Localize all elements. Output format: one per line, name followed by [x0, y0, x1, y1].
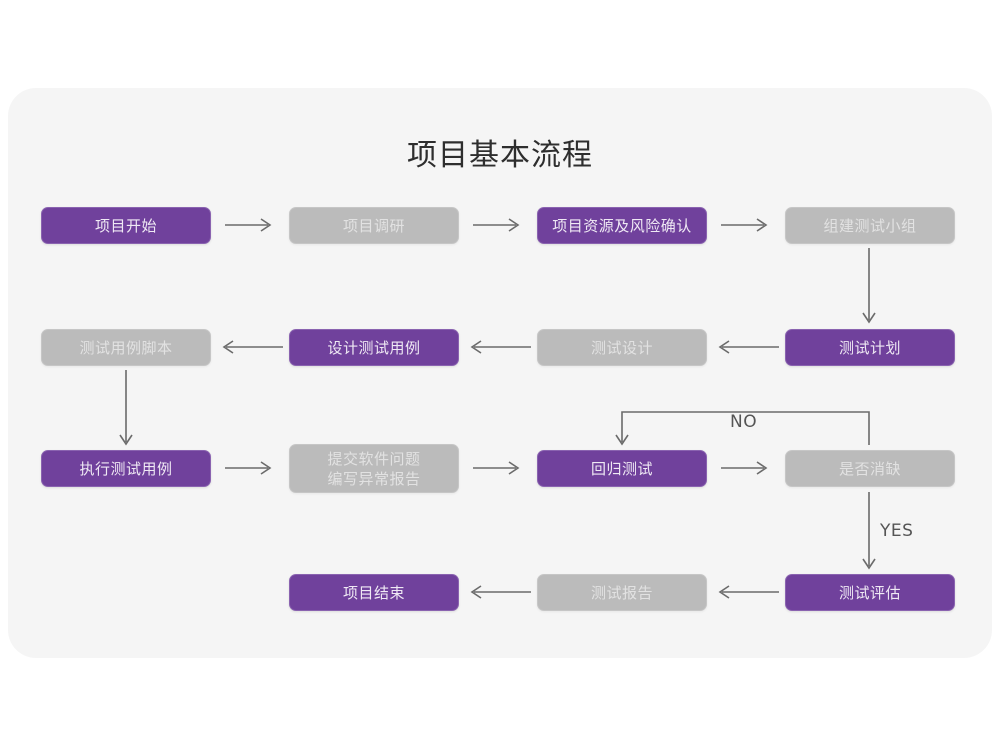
- edge-n14-n13: [470, 585, 531, 599]
- edge-n3-n4: [721, 218, 768, 232]
- edge-n8-n7: [718, 340, 779, 354]
- node-testcase-script[interactable]: 测试用例脚本: [41, 329, 211, 366]
- node-label: 项目结束: [342, 583, 405, 602]
- edge-n12-n15-yes: [862, 492, 876, 570]
- node-defect-cleared[interactable]: 是否消缺: [785, 450, 955, 487]
- node-label: 提交软件问题 编写异常报告: [327, 449, 421, 488]
- edge-n4-n8: [862, 248, 876, 324]
- node-test-evaluation[interactable]: 测试评估: [785, 574, 955, 611]
- edge-n6-n5: [222, 340, 283, 354]
- diagram-panel: [8, 88, 992, 658]
- node-design-testcase[interactable]: 设计测试用例: [289, 329, 459, 366]
- node-project-end[interactable]: 项目结束: [289, 574, 459, 611]
- node-resource-risk-confirm[interactable]: 项目资源及风险确认: [537, 207, 707, 244]
- node-label: 执行测试用例: [79, 459, 173, 478]
- node-label: 是否消缺: [838, 459, 901, 478]
- node-project-research[interactable]: 项目调研: [289, 207, 459, 244]
- page-title: 项目基本流程: [407, 138, 593, 173]
- node-label: 测试评估: [838, 583, 901, 602]
- edge-n11-n12: [721, 461, 768, 475]
- edge-n2-n3: [473, 218, 520, 232]
- node-label: 回归测试: [590, 459, 653, 478]
- node-label: 项目开始: [94, 216, 157, 235]
- edge-n5-n9: [119, 370, 133, 446]
- node-submit-issue-report[interactable]: 提交软件问题 编写异常报告: [289, 444, 459, 493]
- edge-label-yes: YES: [880, 521, 914, 541]
- edge-label-no: NO: [730, 412, 758, 432]
- node-test-plan[interactable]: 测试计划: [785, 329, 955, 366]
- node-regression-test[interactable]: 回归测试: [537, 450, 707, 487]
- node-label: 测试设计: [590, 338, 653, 357]
- edge-n10-n11: [473, 461, 520, 475]
- node-label: 项目调研: [342, 216, 405, 235]
- node-label: 设计测试用例: [327, 338, 421, 357]
- edge-n7-n6: [470, 340, 531, 354]
- edge-n1-n2: [225, 218, 272, 232]
- node-build-test-team[interactable]: 组建测试小组: [785, 207, 955, 244]
- node-label: 组建测试小组: [823, 216, 917, 235]
- node-execute-testcase[interactable]: 执行测试用例: [41, 450, 211, 487]
- edge-n9-n10: [225, 461, 272, 475]
- node-test-report[interactable]: 测试报告: [537, 574, 707, 611]
- node-label: 测试计划: [838, 338, 901, 357]
- edge-n15-n14: [718, 585, 779, 599]
- node-label: 项目资源及风险确认: [552, 216, 692, 235]
- node-label: 测试用例脚本: [79, 338, 173, 357]
- node-label: 测试报告: [590, 583, 653, 602]
- node-project-start[interactable]: 项目开始: [41, 207, 211, 244]
- edge-n12-n11-no-loop: [615, 411, 870, 446]
- node-test-design[interactable]: 测试设计: [537, 329, 707, 366]
